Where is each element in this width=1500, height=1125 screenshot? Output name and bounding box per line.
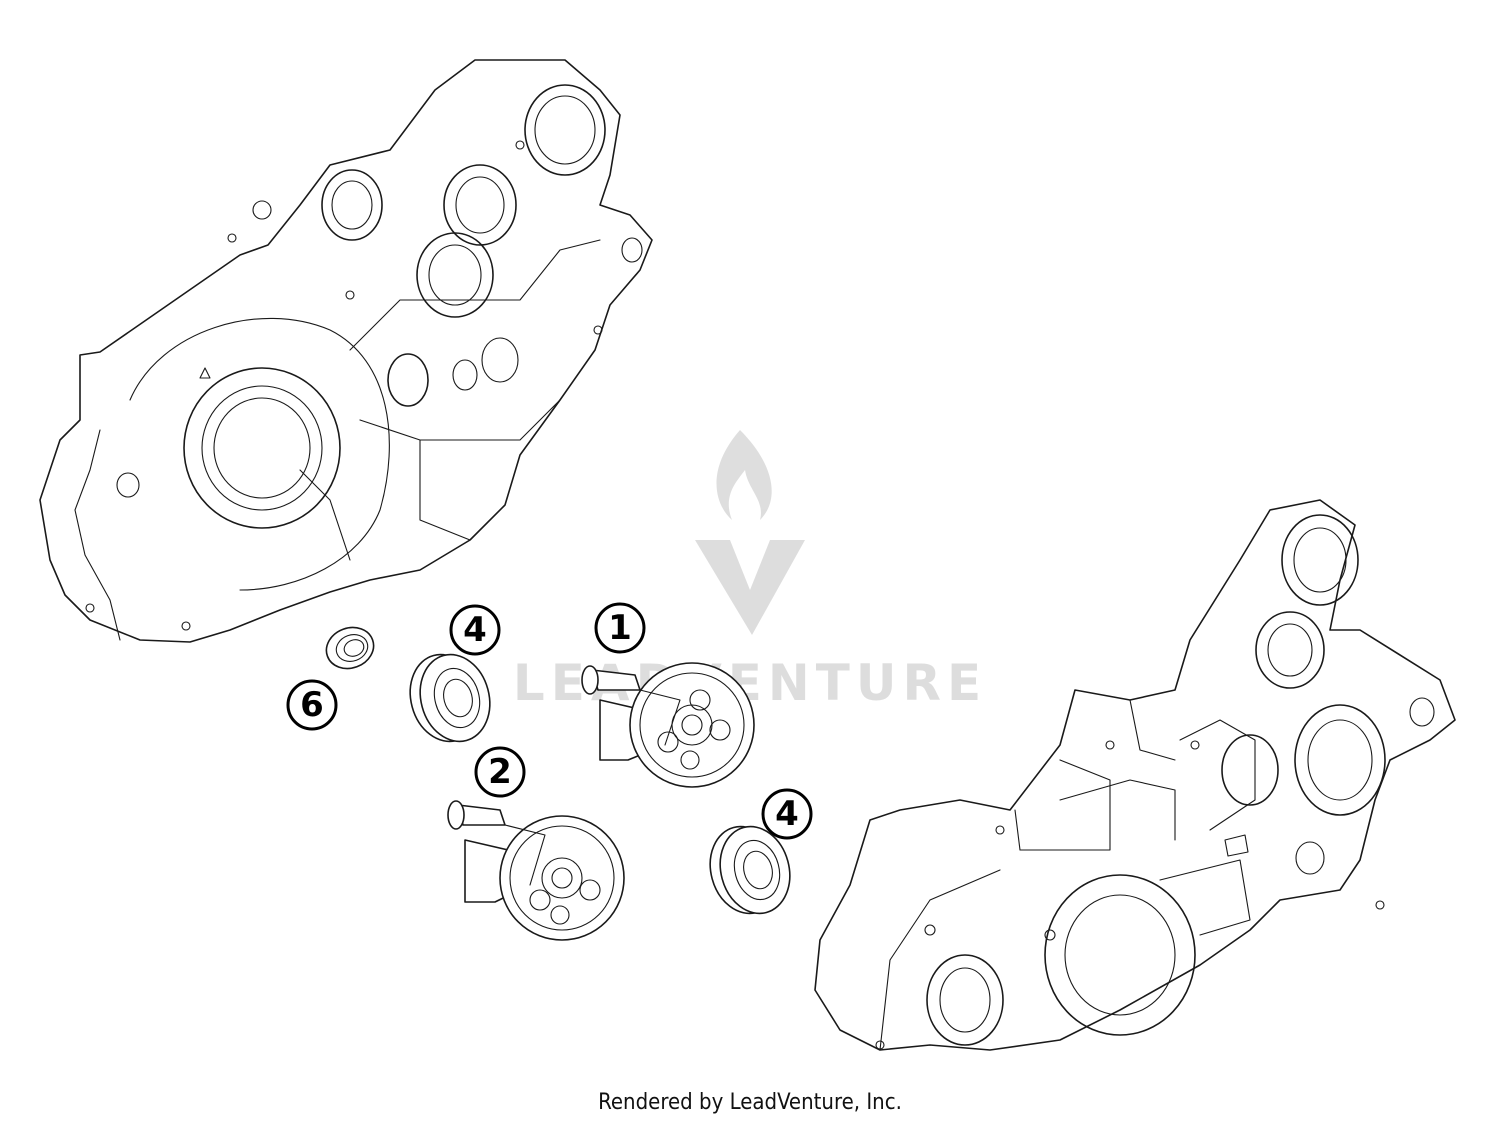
watermark-flame-icon [716,430,772,520]
callout-1: 1 [594,602,646,654]
callout-4-upper-label: 4 [463,610,487,650]
callout-4-lower: 4 [761,788,813,840]
watermark-v-icon [695,540,805,635]
callout-2-label: 2 [488,752,512,792]
callout-6: 6 [286,679,338,731]
ball-bearing-upper [409,653,491,743]
ball-bearing-lower [709,825,791,915]
crankcase-left-half [39,59,653,643]
callout-1-label: 1 [608,608,632,648]
crankcase-right-half [814,499,1456,1051]
callout-4-upper: 4 [449,604,501,656]
callout-2: 2 [474,746,526,798]
bearing-small [325,626,375,670]
callout-6-label: 6 [300,685,324,725]
callout-4-lower-label: 4 [775,794,799,834]
balancer-shaft-lower [447,800,625,941]
footer-credit: Rendered by LeadVenture, Inc. [598,1090,902,1115]
balancer-shaft-upper [581,662,755,788]
